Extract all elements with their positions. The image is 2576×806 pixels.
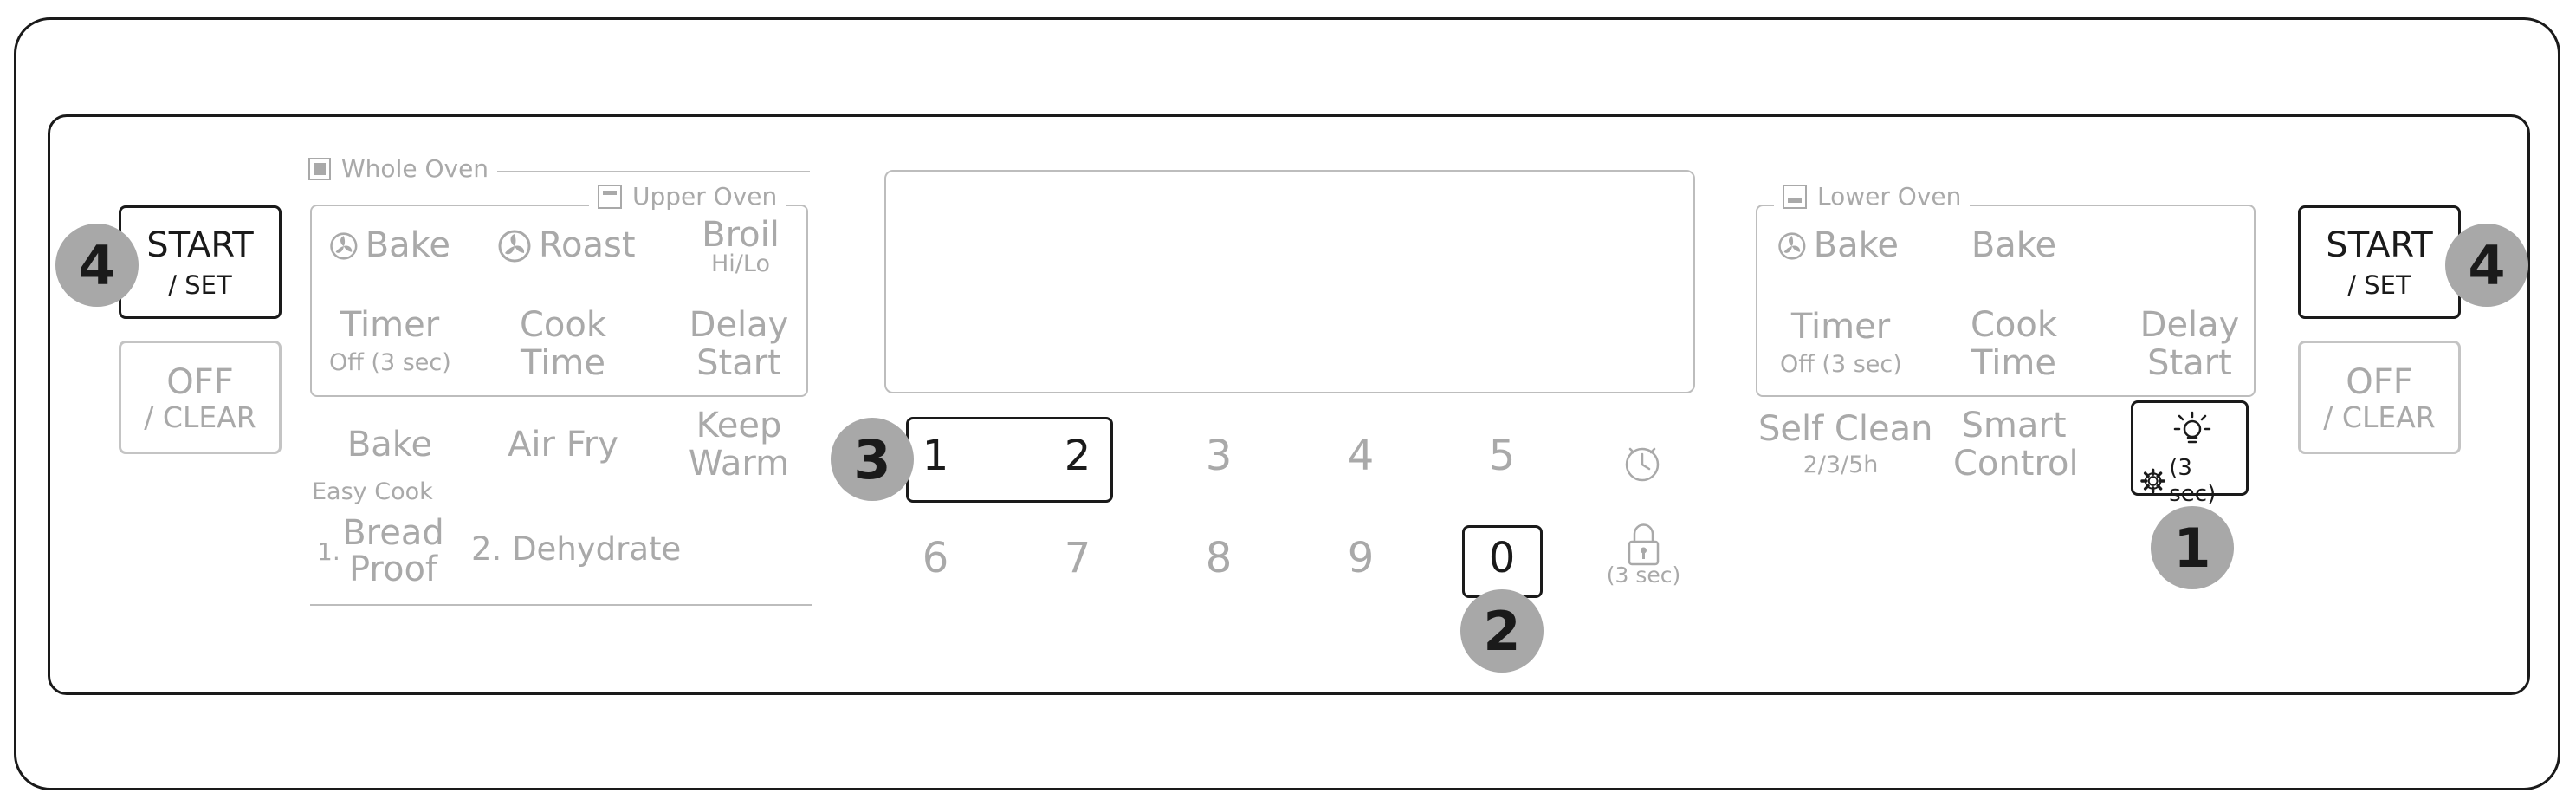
lower-time-label: Time — [1971, 343, 2056, 383]
upper-broil-sub: Hi/Lo — [711, 250, 770, 277]
key-4[interactable]: 4 — [1347, 432, 1375, 480]
right-start-label: START — [2326, 225, 2433, 265]
key-2[interactable]: 2 — [1064, 432, 1091, 480]
key-9[interactable]: 9 — [1347, 534, 1375, 582]
upper-oven-label: Upper Oven — [632, 182, 778, 211]
callout-1: 1 — [2151, 506, 2234, 589]
dehydrate-key[interactable]: 2. Dehydrate — [471, 530, 682, 568]
lock-key[interactable]: (3 sec) — [1602, 520, 1685, 587]
control-panel-outer-frame — [14, 17, 2560, 790]
lower-delay-label: Delay — [2139, 305, 2240, 345]
right-set-label: / SET — [2347, 270, 2411, 300]
air-fry-key[interactable]: Air Fry — [508, 425, 618, 465]
key-1[interactable]: 1 — [922, 432, 949, 480]
lower-timer-sub: Off (3 sec) — [1780, 351, 1902, 378]
self-clean-sub: 2/3/5h — [1803, 452, 1879, 478]
key-5[interactable]: 5 — [1488, 432, 1516, 480]
lock-icon — [1628, 523, 1660, 566]
whole-oven-label: Whole Oven — [341, 154, 489, 183]
callout-3: 3 — [831, 418, 914, 501]
warm-label: Warm — [688, 444, 790, 484]
lower-bake-key[interactable]: Bake — [1971, 225, 2057, 265]
lower-timer-label: Timer — [1790, 307, 1891, 347]
lower-start-label: Start — [2147, 343, 2232, 383]
key-0[interactable]: 0 — [1488, 534, 1516, 582]
lower-oven-group — [1756, 205, 2256, 397]
upper-timer-sub: Off (3 sec) — [329, 349, 451, 376]
whole-oven-line — [303, 171, 810, 172]
control-panel-inner-frame — [48, 114, 2530, 695]
settings-row: (3 sec) — [2140, 455, 2244, 507]
bread-proof-key[interactable]: 1. Bread Proof — [317, 513, 447, 593]
key-1-2-highlight — [906, 417, 1113, 503]
light-settings-sub: (3 sec) — [2169, 455, 2217, 507]
light-bulb-icon — [2173, 411, 2211, 444]
left-off-label: OFF — [166, 362, 234, 402]
key-6[interactable]: 6 — [922, 534, 949, 582]
upper-cook-label: Cook — [519, 305, 607, 345]
upper-bake-label: Bake — [365, 225, 450, 265]
proof-label: Proof — [348, 549, 437, 589]
whole-oven-bottom-line — [310, 604, 812, 606]
upper-oven-title: Upper Oven — [589, 182, 786, 211]
easy-cook-label: Easy Cook — [312, 478, 433, 505]
lock-sub: (3 sec) — [1606, 562, 1681, 588]
fan-icon — [498, 230, 531, 263]
callout-4-left: 4 — [55, 224, 139, 307]
key-8[interactable]: 8 — [1205, 534, 1233, 582]
clock-key[interactable] — [1621, 442, 1663, 484]
upper-broil-label: Broil — [702, 215, 780, 255]
right-clear-label: / CLEAR — [2323, 400, 2436, 434]
left-start-set-button[interactable]: START / SET — [119, 205, 282, 319]
callout-2: 2 — [1460, 589, 1544, 673]
upper-delay-label: Delay — [689, 305, 789, 345]
light-settings-key[interactable]: (3 sec) — [2131, 400, 2249, 507]
whole-bake-key[interactable]: Bake — [346, 425, 433, 465]
display-window — [884, 170, 1695, 393]
left-set-label: / SET — [168, 270, 232, 300]
upper-time-label: Time — [521, 343, 605, 383]
upper-convection-bake-key[interactable]: Bake — [329, 225, 450, 265]
upper-timer-label: Timer — [340, 305, 440, 345]
right-start-set-button[interactable]: START / SET — [2298, 205, 2461, 319]
whole-oven-icon — [308, 157, 331, 180]
whole-oven-title: Whole Oven — [303, 154, 498, 183]
key-7[interactable]: 7 — [1064, 534, 1091, 582]
right-off-clear-button[interactable]: OFF / CLEAR — [2298, 341, 2461, 454]
left-start-label: START — [146, 225, 254, 265]
lower-conv-bake-label: Bake — [1813, 225, 1899, 265]
callout-4-right: 4 — [2445, 224, 2528, 307]
lower-convection-bake-key[interactable]: Bake — [1777, 225, 1899, 265]
upper-oven-icon — [598, 184, 622, 209]
smart-label: Smart — [1961, 406, 2067, 445]
lower-oven-title: Lower Oven — [1774, 182, 1971, 211]
upper-start-label: Start — [696, 343, 781, 383]
self-clean-label: Self Clean — [1758, 409, 1933, 449]
left-clear-label: / CLEAR — [144, 400, 256, 434]
fan-icon — [330, 232, 358, 260]
gear-icon — [2140, 468, 2166, 494]
right-off-label: OFF — [2346, 362, 2413, 402]
lower-oven-label: Lower Oven — [1817, 182, 1962, 211]
control-label: Control — [1953, 444, 2079, 484]
clock-icon — [1625, 447, 1660, 482]
left-off-clear-button[interactable]: OFF / CLEAR — [119, 341, 282, 454]
lower-oven-icon — [1783, 184, 1807, 209]
lower-cook-label: Cook — [1970, 305, 2058, 345]
upper-oven-group — [310, 205, 808, 397]
bread-label: Bread — [342, 513, 444, 553]
keep-label: Keep — [696, 406, 782, 445]
upper-roast-key[interactable]: Roast — [497, 225, 636, 265]
upper-roast-label: Roast — [539, 225, 636, 265]
bread-proof-number: 1. — [317, 537, 340, 566]
fan-icon — [1778, 232, 1806, 260]
key-3[interactable]: 3 — [1205, 432, 1233, 480]
